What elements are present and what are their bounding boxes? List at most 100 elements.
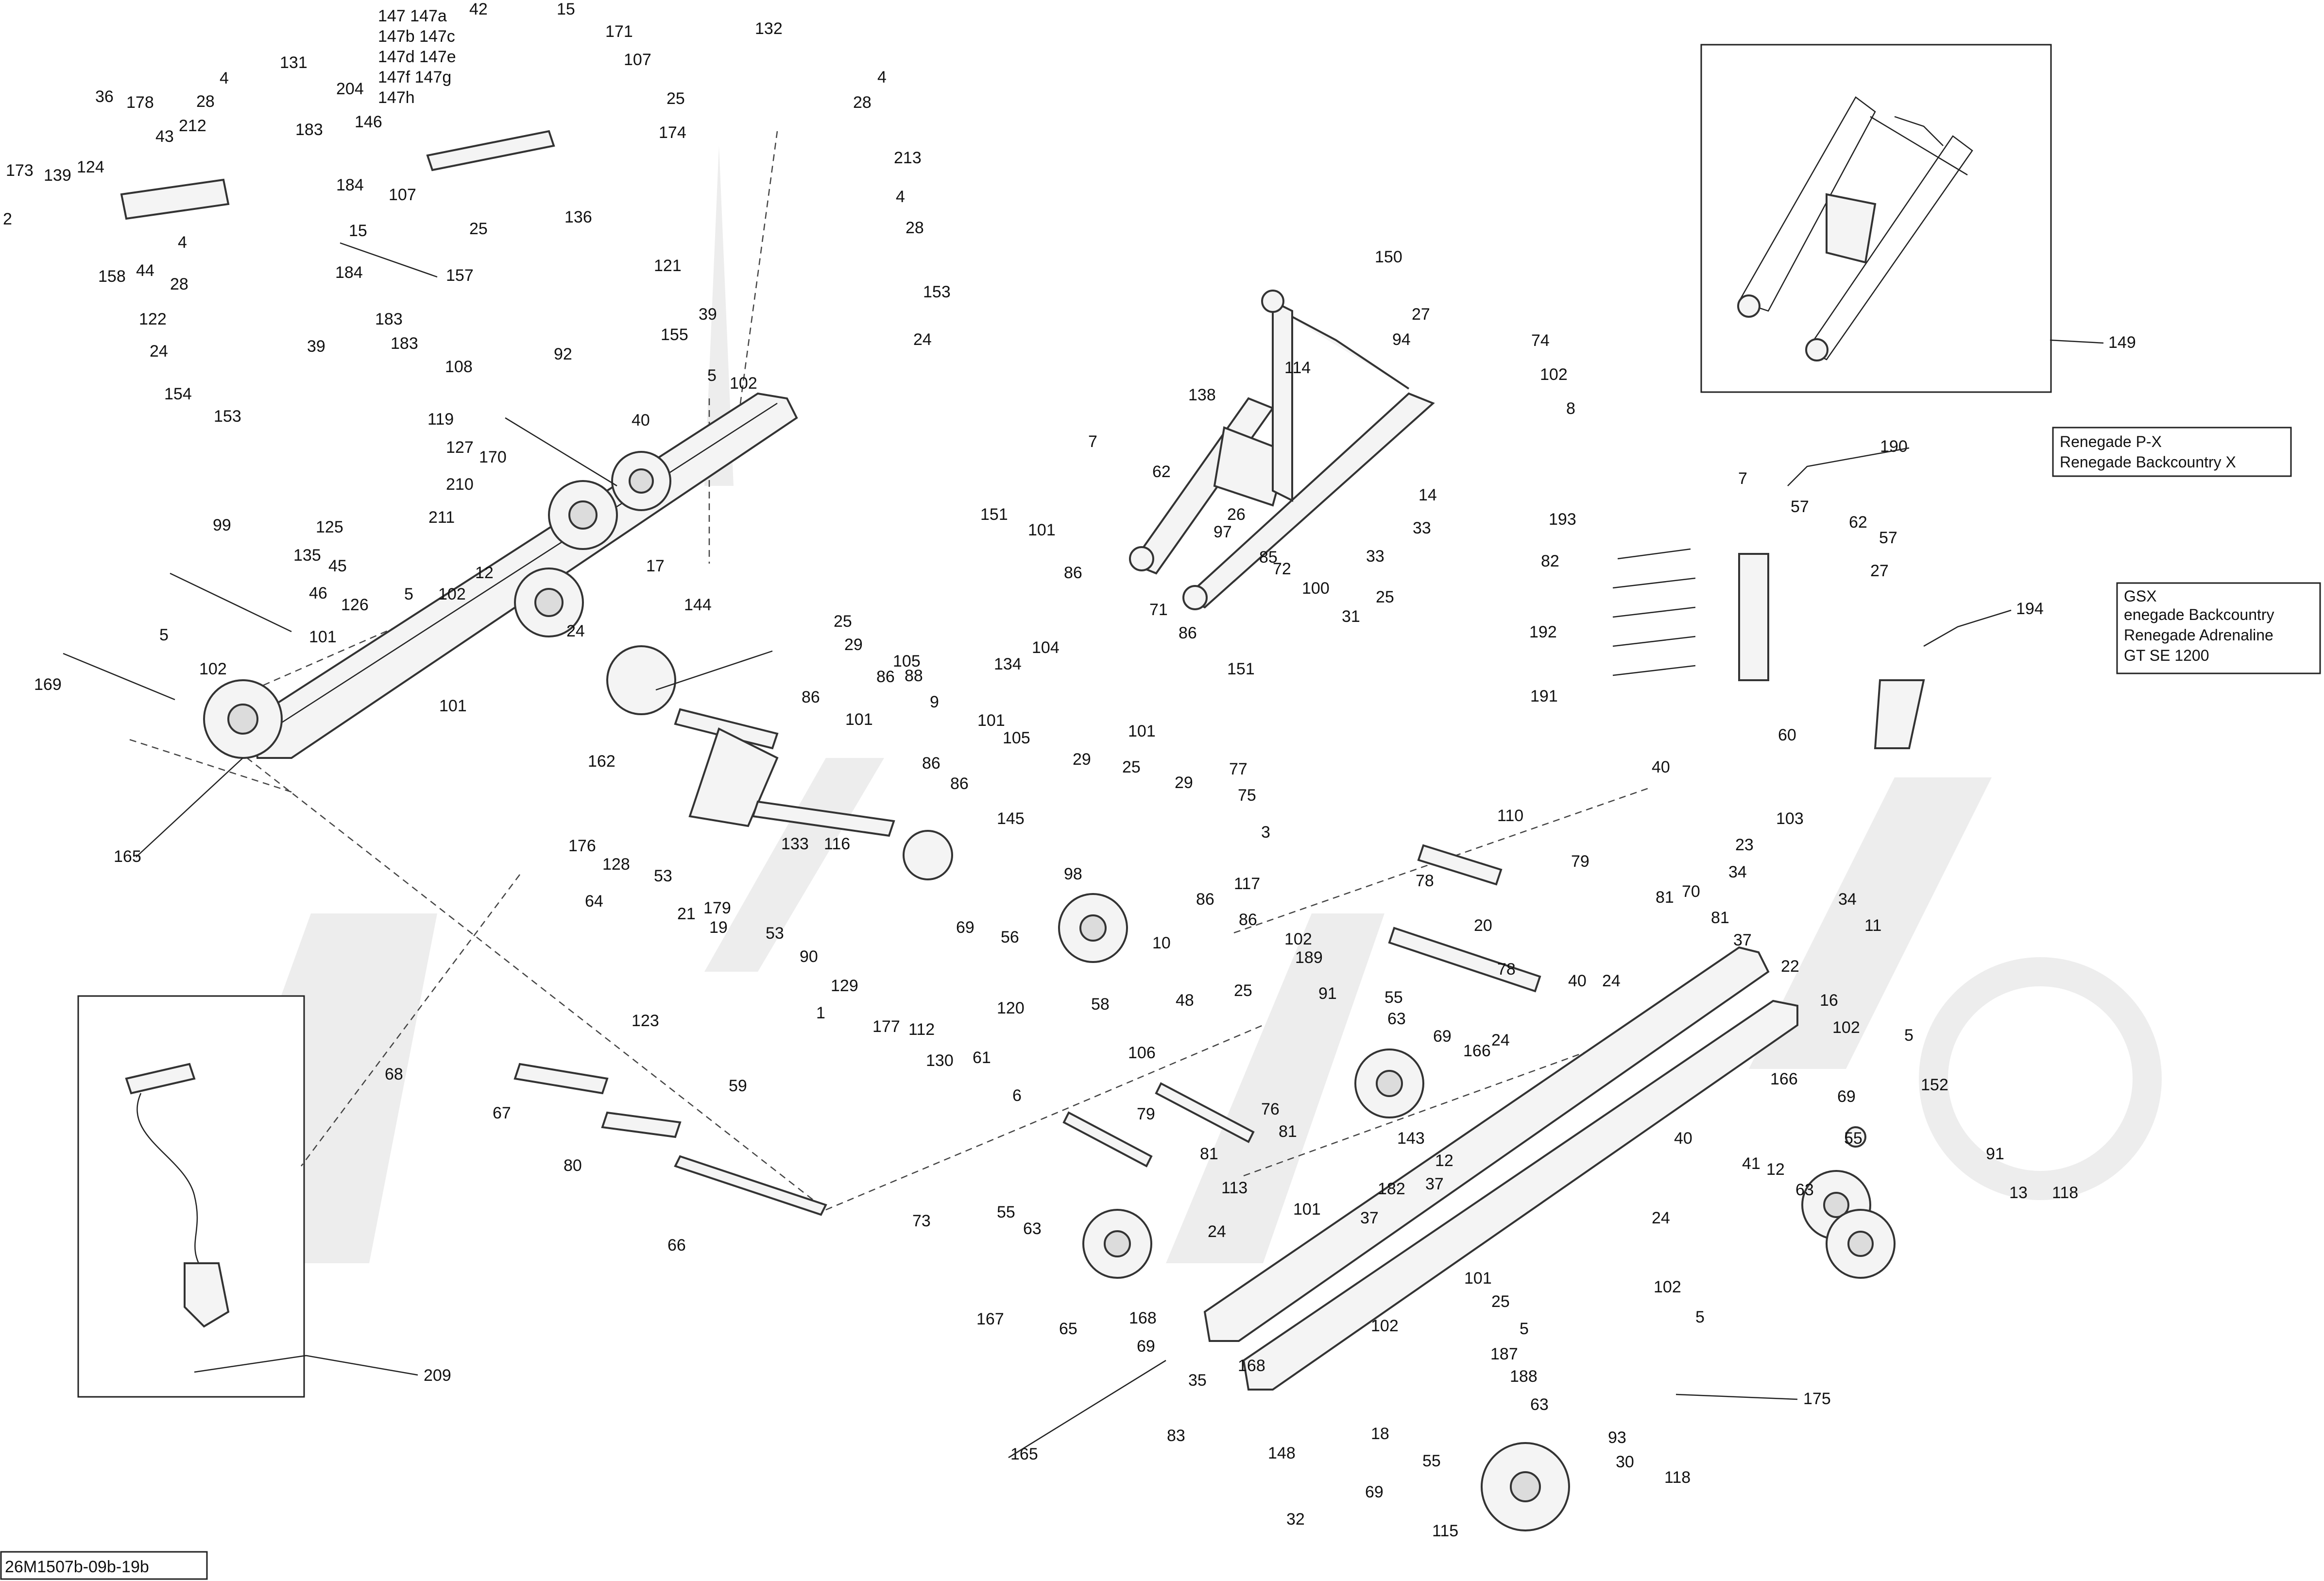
model-box-194: GSX enegade Backcountry Renegade Adrenal…	[2116, 582, 2321, 674]
callout-127: 127	[446, 438, 474, 457]
callout-55b: 55	[1844, 1129, 1863, 1148]
callout-7a: 7	[1088, 432, 1097, 451]
callout-37b: 37	[1425, 1175, 1444, 1193]
callout-28d: 28	[906, 219, 924, 237]
callout-25b: 25	[666, 89, 685, 108]
callout-170: 170	[479, 448, 507, 466]
left-rail-assembly	[63, 392, 798, 759]
callout-115: 115	[1432, 1522, 1458, 1540]
callout-146: 146	[355, 113, 382, 131]
callout-55c: 55	[997, 1203, 1015, 1221]
callout-6: 6	[1012, 1086, 1022, 1105]
callout-25f: 25	[1234, 981, 1252, 1000]
callout-189: 189	[1295, 948, 1323, 967]
callout-85: 85	[1259, 548, 1278, 567]
callout-102b: 102	[730, 374, 757, 393]
callout-125: 125	[316, 518, 343, 536]
callout-55d: 55	[1422, 1452, 1441, 1470]
callout-130: 130	[926, 1051, 954, 1070]
callout-24b: 24	[913, 330, 932, 349]
callout-101e: 101	[977, 711, 1005, 730]
callout-147: 147 147a	[378, 7, 447, 25]
callout-187: 187	[1490, 1345, 1518, 1363]
callout-labels: 173 139 124 36 178 43 212 28 4 131 204 1…	[3, 0, 2136, 1540]
callout-72: 72	[1273, 560, 1291, 578]
callout-58: 58	[1091, 995, 1110, 1014]
callout-174: 174	[659, 123, 686, 142]
callout-74: 74	[1531, 331, 1550, 350]
callout-31: 31	[1342, 607, 1360, 626]
callout-42: 42	[469, 0, 488, 18]
callout-35: 35	[1188, 1371, 1207, 1390]
callout-101c: 101	[1028, 521, 1056, 539]
model-box-194-line-4: GT SE 1200	[2124, 647, 2209, 664]
callout-188: 188	[1510, 1367, 1538, 1386]
callout-151a: 151	[980, 505, 1008, 524]
callout-110: 110	[1497, 807, 1523, 825]
callout-132: 132	[755, 19, 783, 38]
callout-108: 108	[445, 358, 473, 376]
callout-25c: 25	[1376, 588, 1394, 606]
model-box-194-line-1: GSX	[2124, 587, 2157, 605]
callout-24c: 24	[566, 622, 585, 640]
callout-122: 122	[139, 310, 167, 328]
callout-97: 97	[1213, 523, 1232, 541]
callout-166a: 166	[1463, 1042, 1491, 1060]
callout-11: 11	[1864, 916, 1881, 935]
callout-101h: 101	[1464, 1269, 1492, 1288]
callout-169: 169	[34, 675, 62, 694]
callout-5c: 5	[159, 626, 169, 644]
callout-55a: 55	[1384, 988, 1403, 1007]
callout-5a: 5	[707, 366, 717, 385]
callout-73: 73	[912, 1212, 931, 1230]
callout-2: 2	[3, 210, 12, 228]
callout-43: 43	[155, 127, 174, 146]
callout-153a: 153	[214, 407, 241, 426]
callout-68: 68	[385, 1065, 403, 1083]
model-box-194-line-3: Renegade Adrenaline	[2124, 626, 2273, 644]
diagram-code-label: 26M1507b-09b-19b	[0, 1551, 208, 1580]
shock-absorbers	[120, 130, 1925, 749]
model-box-190-line-2: Renegade Backcountry X	[2060, 453, 2236, 471]
callout-149: 149	[2108, 333, 2136, 352]
callout-128: 128	[602, 855, 630, 874]
idler-wheels	[513, 844, 1570, 1531]
callout-209: 209	[424, 1366, 451, 1385]
callout-64: 64	[585, 892, 603, 911]
callout-102e: 102	[1284, 930, 1312, 948]
callout-56: 56	[1001, 928, 1019, 946]
callout-46: 46	[309, 584, 327, 602]
callout-112: 112	[908, 1020, 935, 1039]
callout-175: 175	[1803, 1390, 1831, 1408]
callout-148: 148	[1268, 1444, 1296, 1462]
callout-101d: 101	[845, 710, 873, 729]
callout-147b: 147b 147c	[378, 27, 455, 46]
callout-136: 136	[564, 208, 592, 226]
callout-81b: 81	[1711, 909, 1729, 927]
callout-184a: 184	[335, 263, 363, 282]
callout-48: 48	[1176, 991, 1194, 1010]
callout-131: 131	[280, 53, 308, 72]
callout-69b: 69	[1433, 1027, 1452, 1046]
callout-69e: 69	[1365, 1483, 1384, 1501]
callout-147d: 147d 147e	[378, 48, 456, 66]
model-box-190-line-1: Renegade P-X	[2060, 433, 2162, 450]
callout-86f: 86	[950, 774, 969, 793]
callout-69a: 69	[956, 918, 974, 937]
callout-62a: 62	[1152, 463, 1171, 481]
callout-24d: 24	[1602, 972, 1621, 990]
callout-75: 75	[1238, 786, 1256, 805]
right-rail-assembly	[1203, 946, 1896, 1391]
callout-12a: 12	[475, 564, 494, 582]
callout-20: 20	[1474, 916, 1492, 935]
callout-155: 155	[661, 326, 688, 344]
callout-184b: 184	[336, 176, 364, 194]
callout-158: 158	[98, 267, 126, 286]
callout-57b: 57	[1879, 529, 1897, 547]
callout-16: 16	[1820, 991, 1838, 1010]
callout-59: 59	[729, 1077, 747, 1095]
callout-4c: 4	[877, 68, 887, 86]
callout-33b: 33	[1366, 547, 1384, 566]
callout-41: 41	[1742, 1154, 1760, 1173]
